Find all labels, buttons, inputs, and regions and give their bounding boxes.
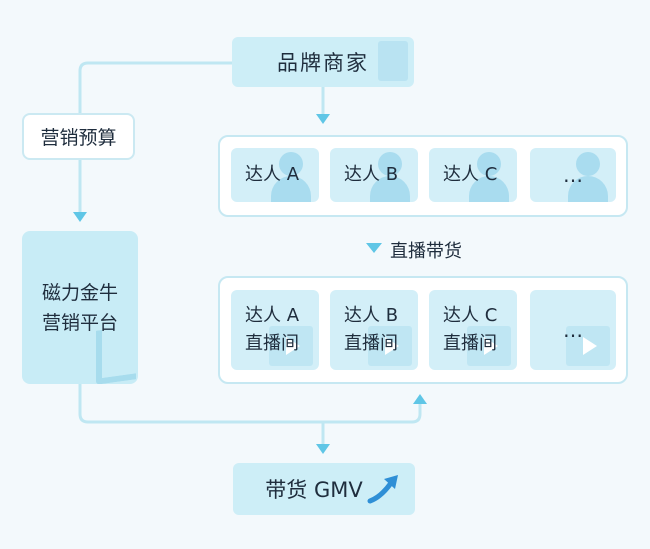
influencer-card: 达人 B bbox=[330, 148, 418, 202]
connector-brand-to-budget bbox=[78, 61, 234, 115]
live-room-card: 达人 A 直播间 bbox=[231, 290, 319, 370]
influencer-card: 达人 A bbox=[231, 148, 319, 202]
platform-node: 磁力金牛 营销平台 bbox=[22, 231, 138, 384]
platform-label-line2: 营销平台 bbox=[41, 311, 118, 334]
arrowhead-liveroom bbox=[413, 394, 427, 404]
person-icon bbox=[568, 150, 608, 202]
store-icon bbox=[378, 41, 408, 81]
live-room-suffix: 直播间 bbox=[245, 333, 299, 354]
live-room-suffix: 直播间 bbox=[443, 333, 497, 354]
influencer-label: 达人 B bbox=[344, 164, 399, 185]
arrowhead-budget bbox=[73, 212, 87, 222]
arrow-up-icon bbox=[367, 475, 398, 504]
live-room-name: … bbox=[563, 318, 583, 342]
influencer-card: 达人 C bbox=[429, 148, 517, 202]
play-icon bbox=[368, 326, 412, 366]
platform-deco-icon bbox=[96, 325, 136, 384]
play-icon bbox=[566, 326, 610, 366]
live-selling-label: 直播带货 bbox=[390, 241, 462, 262]
connector-platform-to-bottom bbox=[78, 382, 422, 424]
influencer-label: 达人 C bbox=[443, 164, 498, 185]
influencer-label: … bbox=[563, 163, 583, 187]
person-icon bbox=[271, 150, 311, 202]
live-room-card: 达人 C 直播间 bbox=[429, 290, 517, 370]
gmv-label: 带货 GMV bbox=[265, 478, 363, 502]
triangle-down-icon bbox=[366, 243, 382, 253]
person-icon bbox=[469, 150, 509, 202]
play-icon bbox=[467, 326, 511, 366]
brand-label: 品牌商家 bbox=[277, 51, 369, 75]
gmv-node: 带货 GMV bbox=[233, 463, 415, 515]
live-room-card: … bbox=[530, 290, 616, 370]
live-room-group: 达人 A 直播间 达人 B 直播间 达人 C 直播间 … bbox=[218, 276, 628, 384]
arrowhead-gmv bbox=[316, 444, 330, 454]
influencer-card: … bbox=[530, 148, 616, 202]
platform-label-line1: 磁力金牛 bbox=[41, 281, 118, 304]
brand-node: 品牌商家 bbox=[232, 37, 414, 87]
live-room-name: 达人 C bbox=[443, 305, 498, 326]
live-room-card: 达人 B 直播间 bbox=[330, 290, 418, 370]
arrowhead-brand bbox=[316, 114, 330, 124]
person-icon bbox=[370, 150, 410, 202]
influencer-group: 达人 A 达人 B 达人 C … bbox=[218, 135, 628, 217]
budget-node: 营销预算 bbox=[22, 113, 135, 160]
influencer-label: 达人 A bbox=[245, 164, 300, 185]
live-room-suffix: 直播间 bbox=[344, 333, 398, 354]
budget-label: 营销预算 bbox=[40, 127, 117, 149]
live-room-name: 达人 A bbox=[245, 305, 300, 326]
live-room-name: 达人 B bbox=[344, 305, 399, 326]
play-icon bbox=[269, 326, 313, 366]
